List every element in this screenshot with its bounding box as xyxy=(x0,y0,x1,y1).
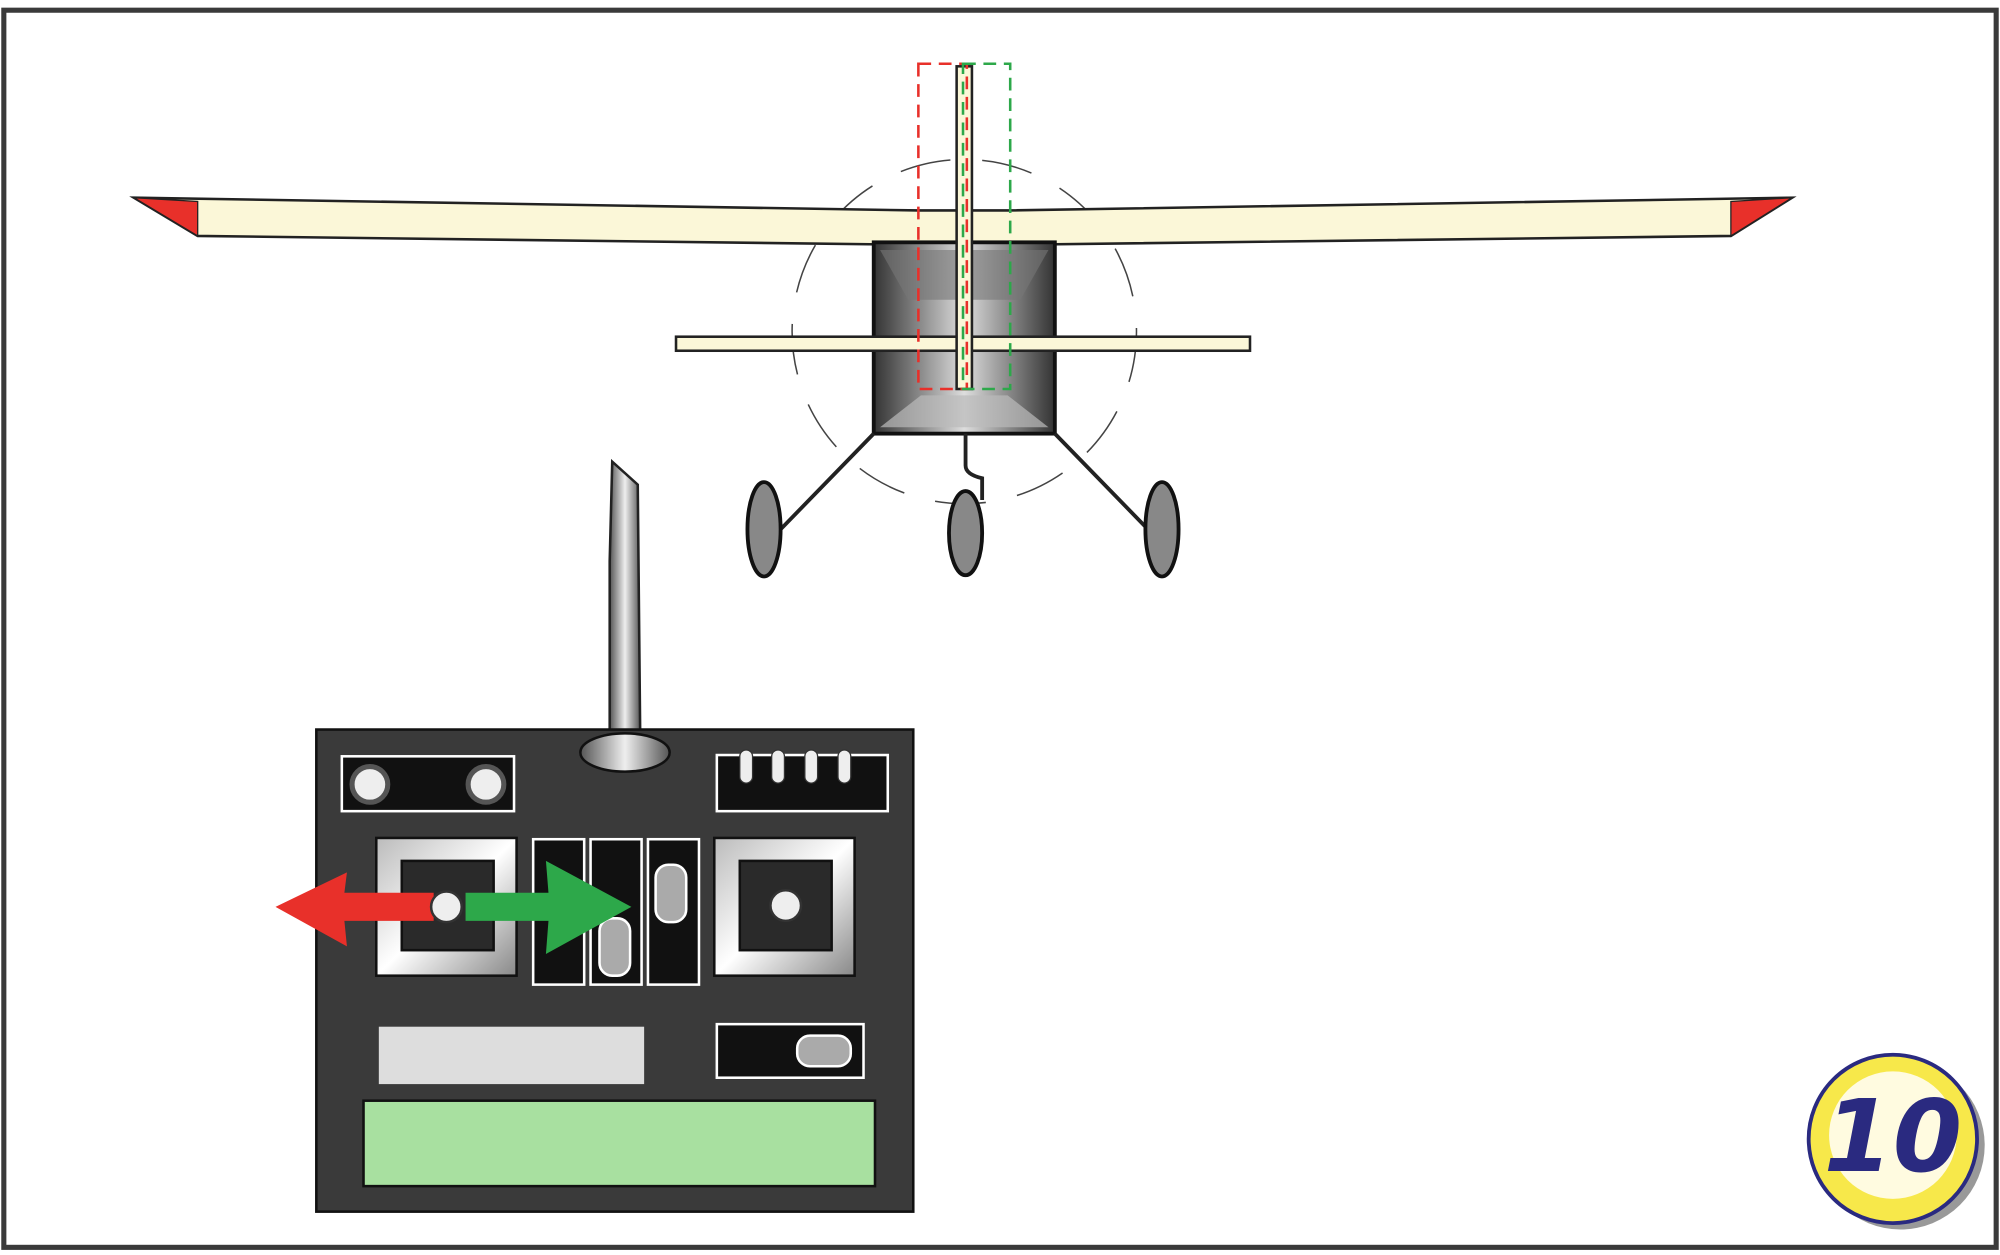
right-knob xyxy=(465,763,507,805)
left-stick xyxy=(429,890,464,924)
rudder-left-position xyxy=(917,62,969,391)
badge-inner xyxy=(1829,1071,1957,1199)
right-stick xyxy=(769,888,803,923)
rudder-right-position xyxy=(961,62,1012,391)
belly xyxy=(880,395,1049,428)
right-wheel xyxy=(1143,480,1181,579)
left-wheel xyxy=(745,480,783,579)
toggle-slider xyxy=(795,1034,853,1068)
switch xyxy=(739,749,754,784)
badge-number: 10 xyxy=(1824,1080,1962,1195)
label-plate xyxy=(378,1026,645,1085)
right-arrow xyxy=(465,860,632,955)
airplane-front-view xyxy=(129,62,1797,579)
switch xyxy=(837,749,852,784)
left-wingtip xyxy=(133,197,199,238)
left-arrow xyxy=(275,872,434,947)
frame-border xyxy=(1,7,1999,1250)
nose-wheel xyxy=(947,489,985,578)
left-knob xyxy=(349,763,391,805)
switch xyxy=(771,749,786,784)
trim-slider xyxy=(598,917,632,977)
toggle-panel xyxy=(715,1022,865,1079)
left-gear-strut xyxy=(779,432,876,531)
transmitter xyxy=(275,458,915,1213)
nose-gear-strut xyxy=(963,433,985,500)
switch xyxy=(804,749,819,784)
antenna xyxy=(608,458,642,748)
right-wingtip xyxy=(1730,197,1793,238)
step-badge: 10 xyxy=(1806,1052,1985,1230)
right-gear-strut xyxy=(1053,432,1150,531)
antenna-base xyxy=(579,732,671,773)
trim-slider xyxy=(654,863,688,924)
display-panel xyxy=(362,1099,877,1188)
